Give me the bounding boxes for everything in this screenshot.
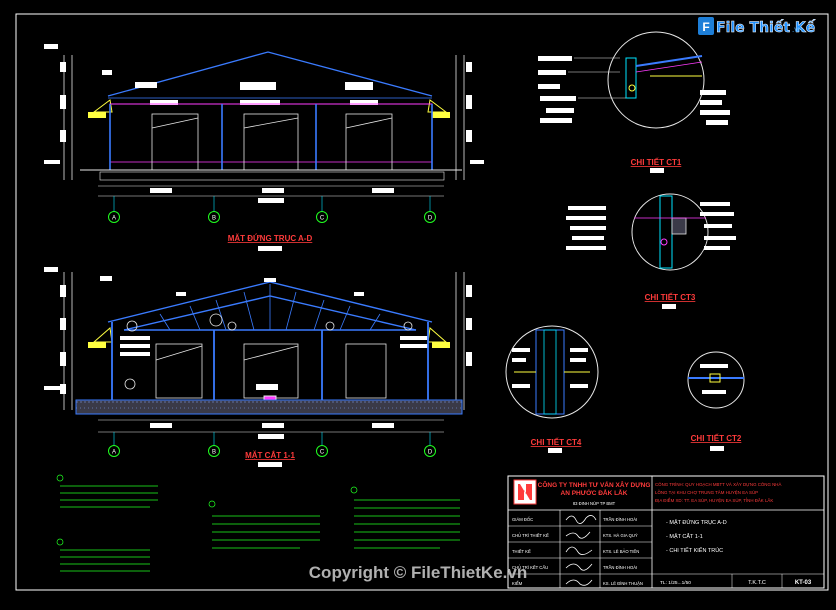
grid-label: A <box>112 450 116 456</box>
copyright-watermark: Copyright © FileThietKe.vn <box>309 563 527 582</box>
grid-label: D <box>428 216 433 222</box>
detail-ct1-title: CHI TIẾT CT1 <box>631 157 682 167</box>
grid-axis-row-elevation: A B C D <box>108 211 436 223</box>
role-label: GIÁM ĐỐC <box>512 517 533 522</box>
grid-bubble <box>108 445 120 457</box>
detail-ct3-title: CHI TIẾT CT3 <box>645 292 696 302</box>
elevation-drawing <box>44 44 484 212</box>
watermark-logo-text: File Thiết Kế <box>716 19 816 36</box>
svg-text:F: F <box>702 20 709 34</box>
grid-bubble <box>424 211 436 223</box>
company-name-line2: AN PHƯỚC ĐẮK LẮK <box>561 488 628 497</box>
sheet-item-1: - MẶT ĐỨNG TRỤC A-D <box>666 519 727 526</box>
detail-ct3: CHI TIẾT CT3 <box>566 193 736 309</box>
scale-value: TL: 1/25...1/50 <box>660 580 691 586</box>
sheet-item-3: - CHI TIẾT KIẾN TRÚC <box>666 547 723 554</box>
grid-bubble <box>316 445 328 457</box>
watermark-logo-suffix: .vn <box>792 25 803 34</box>
grid-label: B <box>212 216 216 222</box>
section-title: MẶT CẮT 1-1 <box>245 451 295 460</box>
grid-bubble <box>316 211 328 223</box>
grid-label: B <box>212 450 216 456</box>
person-name: TRẦN ĐÌNH HOÀI <box>603 565 637 570</box>
role-label: CHỦ TRÌ THIẾT KẾ <box>512 533 549 538</box>
grid-label: D <box>428 450 433 456</box>
company-address: 83 ĐINH NÚP TP BMT <box>573 501 616 506</box>
project-line2: LỒNG TẠI KHU CHỢ TRUNG TÂM HUYỆN EA SÚP <box>655 490 758 495</box>
construction-notes <box>56 474 460 572</box>
project-line3: ĐỊA ĐIỂM XD: TT. EA SÚP, HUYỆN EA SÚP, T… <box>655 498 773 503</box>
sheet-number: KT-03 <box>795 580 812 586</box>
watermark-logo: F File Thiết Kế .vn <box>698 17 816 36</box>
grid-label: C <box>320 450 325 456</box>
project-line1: CÔNG TRÌNH: QUY HOẠCH MBTT VÀ XÂY DỰNG C… <box>655 482 781 487</box>
title-block-roles: GIÁM ĐỐC TRẦN ĐÌNH HOÀI CHỦ TRÌ THIẾT KẾ KT… <box>512 517 643 586</box>
grid-bubble <box>108 211 120 223</box>
signatures <box>565 515 597 586</box>
title-block: CÔNG TY TNHH TƯ VẤN XÂY DỰNG AN PHƯỚC ĐẮ… <box>507 475 825 589</box>
person-name: KTS. LÊ BẢO TIẾN <box>603 549 639 554</box>
detail-ct4-title: CHI TIẾT CT4 <box>531 437 582 447</box>
grid-label: A <box>112 216 116 222</box>
detail-ct1: CHI TIẾT CT1 <box>538 31 730 173</box>
role-label: THIẾT KẾ <box>512 549 531 554</box>
grid-bubble <box>208 211 220 223</box>
grid-label: C <box>320 216 325 222</box>
role-label: CHỦ TRÌ KẾT CẤU <box>512 565 548 570</box>
detail-ct2: CHI TIẾT CT2 <box>687 351 745 451</box>
person-name: TRẦN ĐÌNH HOÀI <box>603 517 637 522</box>
detail-ct2-title: CHI TIẾT CT2 <box>691 433 742 443</box>
sheet-border <box>15 13 829 591</box>
company-name-line1: CÔNG TY TNHH TƯ VẤN XÂY DỰNG <box>538 479 651 489</box>
elevation-title: MẶT ĐỨNG TRỤC A-D <box>228 234 313 243</box>
person-name: KS. LÊ ĐÌNH THUẬN <box>603 581 643 586</box>
section-drawing <box>44 267 472 446</box>
grid-axis-row-section: A B C D <box>108 445 436 457</box>
grid-bubble <box>424 445 436 457</box>
detail-ct4: CHI TIẾT CT4 <box>505 325 599 453</box>
sheet-item-2: - MẶT CẮT 1-1 <box>666 532 703 540</box>
person-name: KTS. HÀ GIA QUÝ <box>603 533 638 538</box>
grid-bubble <box>208 445 220 457</box>
role-label: KIỂM <box>512 581 523 586</box>
design-phase: T.K.T.C <box>748 580 766 586</box>
